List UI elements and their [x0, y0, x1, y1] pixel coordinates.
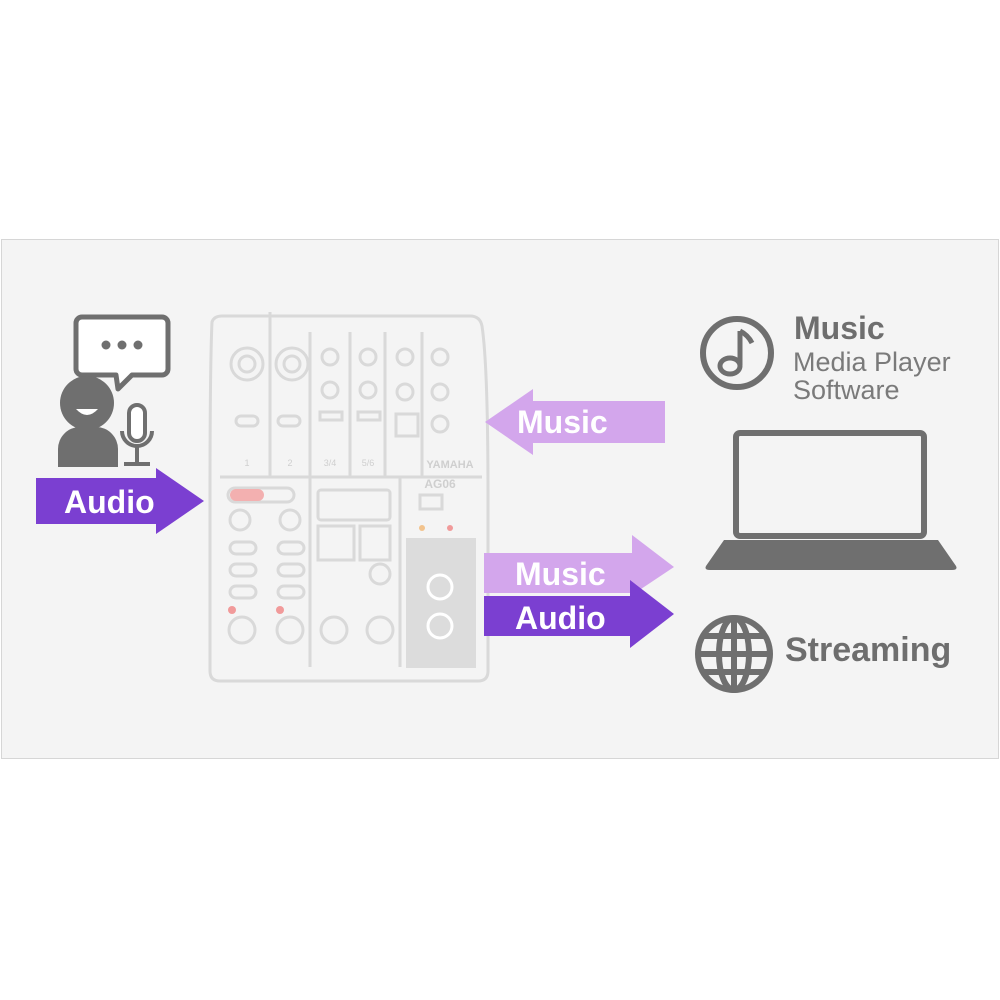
mixer-device: YAMAHA AG06 1 2 3/4 5/6 — [208, 312, 490, 683]
music-app-line2: Software — [793, 375, 900, 405]
channel-label-2: 2 — [287, 458, 292, 468]
mixer-brand: YAMAHA — [426, 459, 473, 471]
mixer-model: AG06 — [424, 477, 456, 491]
music-app-title: Music — [794, 310, 885, 346]
channel-label-5-6: 5/6 — [362, 458, 375, 468]
microphone-icon — [120, 403, 154, 466]
speech-bubble-icon — [73, 314, 171, 392]
music-input-arrow — [485, 389, 665, 455]
person-group — [58, 314, 171, 467]
channel-label-3-4: 3/4 — [324, 458, 337, 468]
audio-output-arrow — [484, 580, 674, 648]
channel-label-1: 1 — [244, 458, 249, 468]
music-output-arrow — [484, 535, 674, 595]
globe-icon — [695, 615, 773, 693]
person-speaking-icon — [58, 376, 118, 467]
music-input-label: Music — [517, 404, 608, 440]
audio-output-label: Audio — [515, 600, 606, 636]
music-note-icon — [700, 316, 774, 390]
laptop-icon — [705, 430, 957, 570]
music-app-line1: Media Player — [793, 347, 951, 377]
audio-input-arrow — [36, 468, 204, 534]
music-output-label: Music — [515, 556, 606, 592]
audio-input-label: Audio — [64, 484, 155, 520]
streaming-label: Streaming — [785, 631, 952, 669]
